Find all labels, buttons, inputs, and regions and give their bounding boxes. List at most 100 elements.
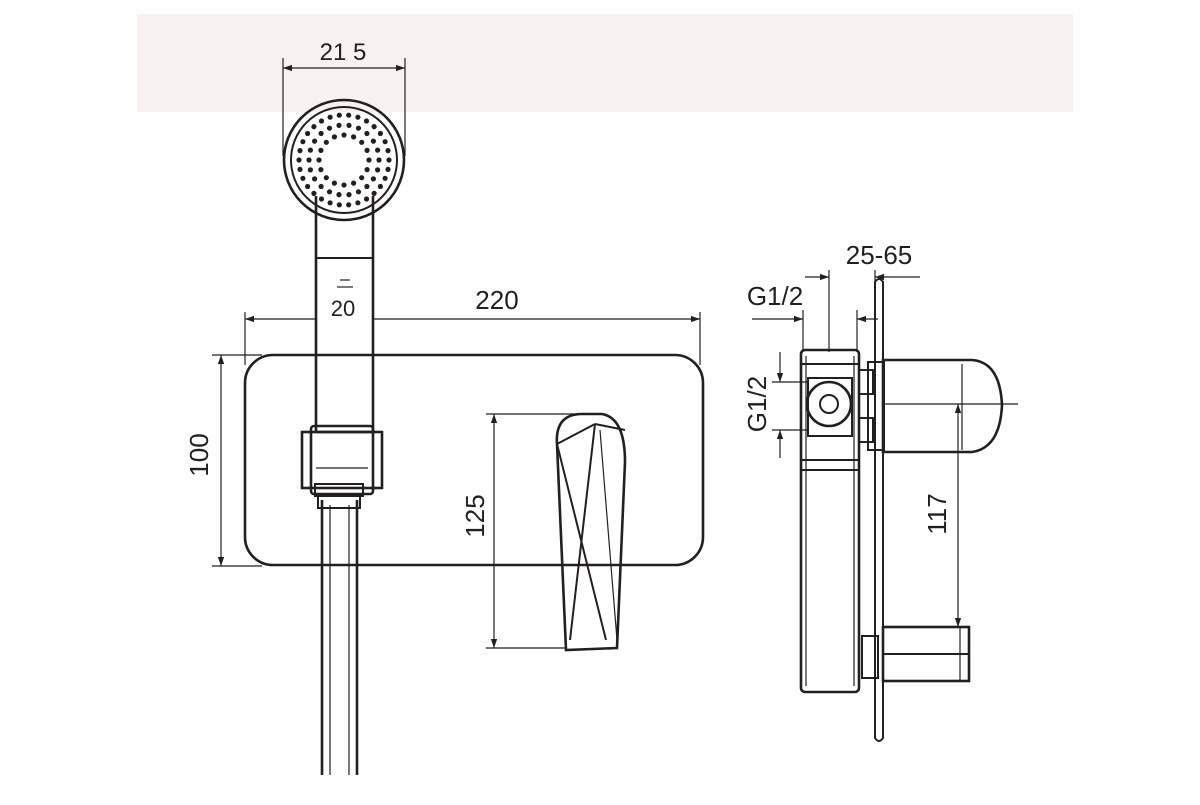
dim-spout-height: 117	[884, 403, 1018, 627]
shower-handle	[314, 196, 375, 434]
nozzle-dot	[312, 138, 318, 144]
nozzle-dot	[346, 202, 352, 208]
nozzle-dot	[355, 200, 361, 206]
nozzle-dot	[386, 157, 392, 163]
nozzle-dot	[327, 114, 333, 120]
nozzle-dot	[318, 183, 324, 190]
nozzle-dot	[326, 189, 333, 195]
dim-thread-top: G1/2	[747, 281, 878, 352]
nozzle-dot	[331, 180, 337, 186]
nozzle-dot	[307, 167, 313, 173]
dim-handle-width-label: 20	[331, 296, 355, 321]
dim-lever-height-label: 125	[460, 494, 490, 537]
lever-handle	[555, 412, 627, 652]
nozzle-dot	[385, 148, 391, 154]
dim-thread-side: G1/2	[742, 352, 808, 458]
nozzle-dot	[375, 147, 381, 153]
nozzle-dot	[316, 157, 322, 163]
dim-spout-height-label: 117	[922, 493, 952, 534]
dim-thread-side-label: G1/2	[742, 376, 772, 432]
nozzle-dot	[323, 175, 329, 181]
nozzle-dot	[311, 190, 317, 196]
nozzle-dot	[336, 202, 342, 208]
nozzle-dot	[318, 147, 324, 153]
background-band	[137, 14, 1073, 112]
hose	[320, 500, 359, 775]
nozzle-dot	[370, 138, 376, 144]
nozzle-dot	[366, 157, 372, 163]
nozzle-dot	[351, 134, 357, 140]
side-cartridge	[867, 358, 1004, 454]
dim-plate-height: 100	[184, 354, 262, 567]
dim-lever-height: 125	[460, 413, 582, 649]
nozzle-dot	[306, 157, 312, 163]
front-view: 21 5 20 220 100 125	[184, 39, 705, 775]
dim-head-diameter: 21 5	[282, 39, 406, 156]
nozzle-dot	[336, 112, 342, 118]
dim-plate-height-label: 100	[184, 433, 214, 476]
nozzle-dot	[311, 124, 317, 130]
nozzle-dot	[318, 196, 325, 202]
dim-wall-depth: 25-65	[805, 240, 920, 352]
nozzle-dot	[323, 139, 329, 145]
dim-thread-top-label: G1/2	[747, 281, 803, 311]
nozzle-dot	[318, 167, 324, 173]
nozzle-dot	[364, 167, 370, 173]
nozzle-dot	[341, 182, 347, 188]
nozzle-dot	[364, 147, 370, 153]
hose-nut	[314, 483, 364, 509]
dim-plate-width: 220	[244, 285, 701, 365]
nozzle-dot	[300, 175, 306, 181]
nozzle-dot	[346, 122, 352, 128]
nozzle-dot	[371, 190, 377, 196]
nozzle-dot	[307, 147, 313, 153]
nozzle-dot	[355, 114, 361, 120]
nozzle-dot	[318, 130, 324, 137]
nozzle-dot	[336, 192, 342, 198]
shower-head	[282, 98, 406, 222]
nozzle-dot	[355, 189, 362, 195]
nozzle-dot	[341, 132, 347, 138]
nozzle-dot	[331, 134, 337, 140]
nozzle-dot	[371, 124, 377, 130]
nozzle-dot	[377, 183, 383, 190]
nozzle-dot	[355, 125, 362, 131]
dim-head-diameter-label: 21 5	[320, 39, 367, 66]
nozzle-dot	[359, 175, 365, 181]
nozzle-dot	[346, 192, 352, 198]
valve-body	[799, 348, 861, 694]
nozzle-dot	[312, 176, 318, 182]
inlet-ports	[805, 369, 874, 443]
nozzle-dot	[300, 139, 306, 145]
nozzle-dot	[382, 175, 388, 181]
nozzle-dot	[364, 130, 370, 137]
side-view: 25-65 G1/2 G1/2 117	[742, 240, 1018, 742]
nozzle-dot	[359, 139, 365, 145]
nozzle-dot	[376, 157, 382, 163]
nozzle-dot	[326, 125, 333, 131]
nozzle-dot	[327, 200, 333, 206]
wall-plate	[243, 353, 705, 567]
nozzle-dot	[305, 183, 311, 190]
nozzle-dot	[375, 167, 381, 173]
nozzle-dot	[385, 166, 391, 172]
nozzle-dot	[364, 183, 370, 190]
nozzle-dot	[346, 112, 352, 118]
nozzle-dot	[305, 130, 311, 137]
nozzle-dot	[363, 196, 370, 202]
nozzle-dot	[336, 122, 342, 128]
nozzle-dot	[351, 180, 357, 186]
nozzle-dot	[377, 130, 383, 137]
nozzle-dot	[297, 148, 303, 154]
nozzle-dot	[318, 118, 325, 124]
nozzle-dot	[296, 157, 302, 163]
dim-wall-depth-label: 25-65	[846, 240, 913, 270]
nozzle-dot	[370, 176, 376, 182]
spray-nozzles	[296, 112, 392, 208]
side-spout	[861, 625, 971, 683]
nozzle-dot	[297, 166, 303, 172]
nozzle-dot	[363, 118, 370, 124]
dim-plate-width-label: 220	[475, 285, 518, 315]
